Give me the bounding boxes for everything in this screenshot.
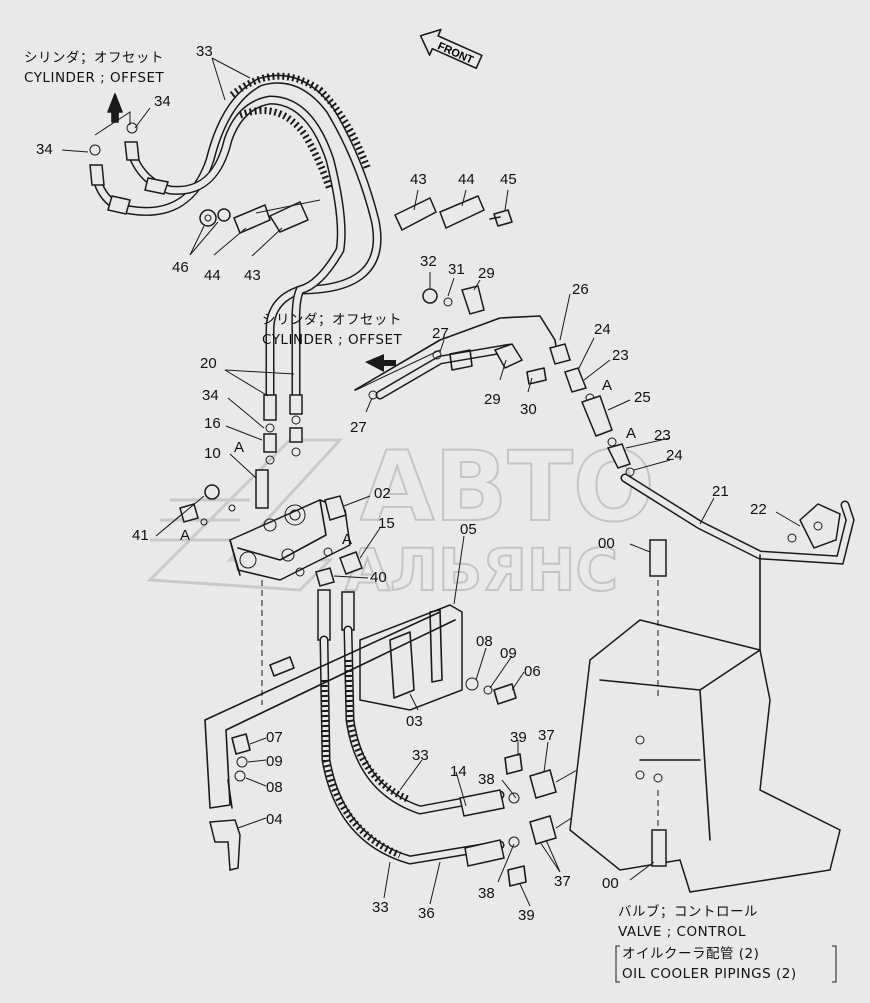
part-label: 22 — [750, 501, 767, 518]
part-label: 30 — [520, 401, 537, 418]
part-label: 31 — [448, 261, 465, 278]
caption-cylinder-mid-jp: シリンダ；オフセット — [262, 312, 402, 328]
part-label: 33 — [372, 899, 389, 916]
caption-valve-jp: バルブ；コントロール — [618, 903, 758, 920]
valve-caption: バルブ；コントロール VALVE ; CONTROL オイルクーラ配管 (2) … — [615, 903, 837, 983]
part-label: 03 — [406, 713, 423, 730]
part-label: 23 — [654, 427, 671, 444]
part-label: 34 — [202, 387, 219, 404]
part-label: 16 — [204, 415, 221, 432]
part-label: 33 — [196, 43, 213, 60]
left-arrow-icon — [365, 354, 396, 372]
fittings-23-24-25 — [564, 367, 635, 477]
part-label: 36 — [418, 905, 435, 922]
part-label: 37 — [538, 727, 555, 744]
caption-cylinder-mid-en: CYLINDER ; OFFSET — [262, 332, 402, 348]
caption-valve-en: VALVE ; CONTROL — [618, 924, 746, 940]
part-label: 15 — [378, 515, 395, 532]
watermark-logo-mark — [146, 438, 344, 592]
bracket-frame — [204, 604, 517, 871]
part-label: A — [602, 377, 612, 394]
part-label: 34 — [154, 93, 171, 110]
part-label: 26 — [572, 281, 589, 298]
part-label: 34 — [36, 141, 53, 158]
part-label: 39 — [510, 729, 527, 746]
watermark: АВТО АЛЬЯНС — [146, 430, 656, 605]
part-label: 00 — [598, 535, 615, 552]
control-valve-body — [569, 539, 841, 893]
pipe-26-assembly — [354, 285, 571, 400]
part-label: 14 — [450, 763, 467, 780]
part-label: 23 — [612, 347, 629, 364]
part-label: 05 — [460, 521, 477, 538]
part-label: 39 — [518, 907, 535, 924]
clamp-set — [199, 195, 513, 234]
caption-cooler-jp: オイルクーラ配管 (2) — [622, 946, 759, 962]
part-label: 38 — [478, 771, 495, 788]
part-label: 38 — [478, 885, 495, 902]
part-label: 45 — [500, 171, 517, 188]
part-label: 08 — [476, 633, 493, 650]
part-label: A — [626, 425, 636, 442]
hose-33-upper — [89, 72, 382, 400]
part-label: 20 — [200, 355, 217, 372]
part-label: 29 — [484, 391, 501, 408]
part-label: A — [234, 439, 244, 456]
control-valve-02 — [179, 484, 363, 705]
part-label: 21 — [712, 483, 729, 500]
part-label: 25 — [634, 389, 651, 406]
part-label: 40 — [370, 569, 387, 586]
part-label: 46 — [172, 259, 189, 276]
part-label: 06 — [524, 663, 541, 680]
part-label: A — [180, 527, 190, 544]
part-label: 41 — [132, 527, 149, 544]
part-label: 09 — [500, 645, 517, 662]
pipe-21 — [620, 473, 855, 751]
part-labels: 33 34 34 43 44 45 46 44 43 32 31 29 26 2… — [36, 43, 767, 924]
part-label: 44 — [204, 267, 221, 284]
part-label: 43 — [410, 171, 427, 188]
part-label: 02 — [374, 485, 391, 502]
part-label: 29 — [478, 265, 495, 282]
up-arrow-icon — [107, 93, 123, 123]
leader-lines — [61, 57, 801, 907]
hose-20-ends — [255, 394, 303, 509]
part-label: 43 — [244, 267, 261, 284]
caption-cylinder-top-en: CYLINDER ; OFFSET — [24, 70, 164, 86]
part-label: 27 — [432, 325, 449, 342]
hose-33-lower — [317, 589, 520, 867]
flange-37-39 — [504, 739, 631, 887]
part-label: 33 — [412, 747, 429, 764]
part-label: 32 — [420, 253, 437, 270]
part-label: 24 — [594, 321, 611, 338]
part-label: 37 — [554, 873, 571, 890]
caption-cooler-en: OIL COOLER PIPINGS (2) — [622, 966, 797, 982]
part-label: 44 — [458, 171, 475, 188]
caption-cylinder-top-jp: シリンダ；オフセット — [24, 50, 164, 66]
cylinder-offset-top: シリンダ；オフセット CYLINDER ; OFFSET — [24, 50, 164, 136]
part-label: 08 — [266, 779, 283, 796]
part-label: 24 — [666, 447, 683, 464]
part-label: 07 — [266, 729, 283, 746]
cylinder-offset-mid: シリンダ；オフセット CYLINDER ; OFFSET — [262, 312, 402, 372]
watermark-line1: АВТО — [360, 431, 655, 543]
part-label: 09 — [266, 753, 283, 770]
front-arrow: FRONT — [419, 28, 483, 70]
part-label: A — [342, 531, 352, 548]
part-label: 27 — [350, 419, 367, 436]
watermark-line2: АЛЬЯНС — [345, 536, 618, 604]
part-label: 00 — [602, 875, 619, 892]
part-label: 10 — [204, 445, 221, 462]
part-label: 04 — [266, 811, 283, 828]
